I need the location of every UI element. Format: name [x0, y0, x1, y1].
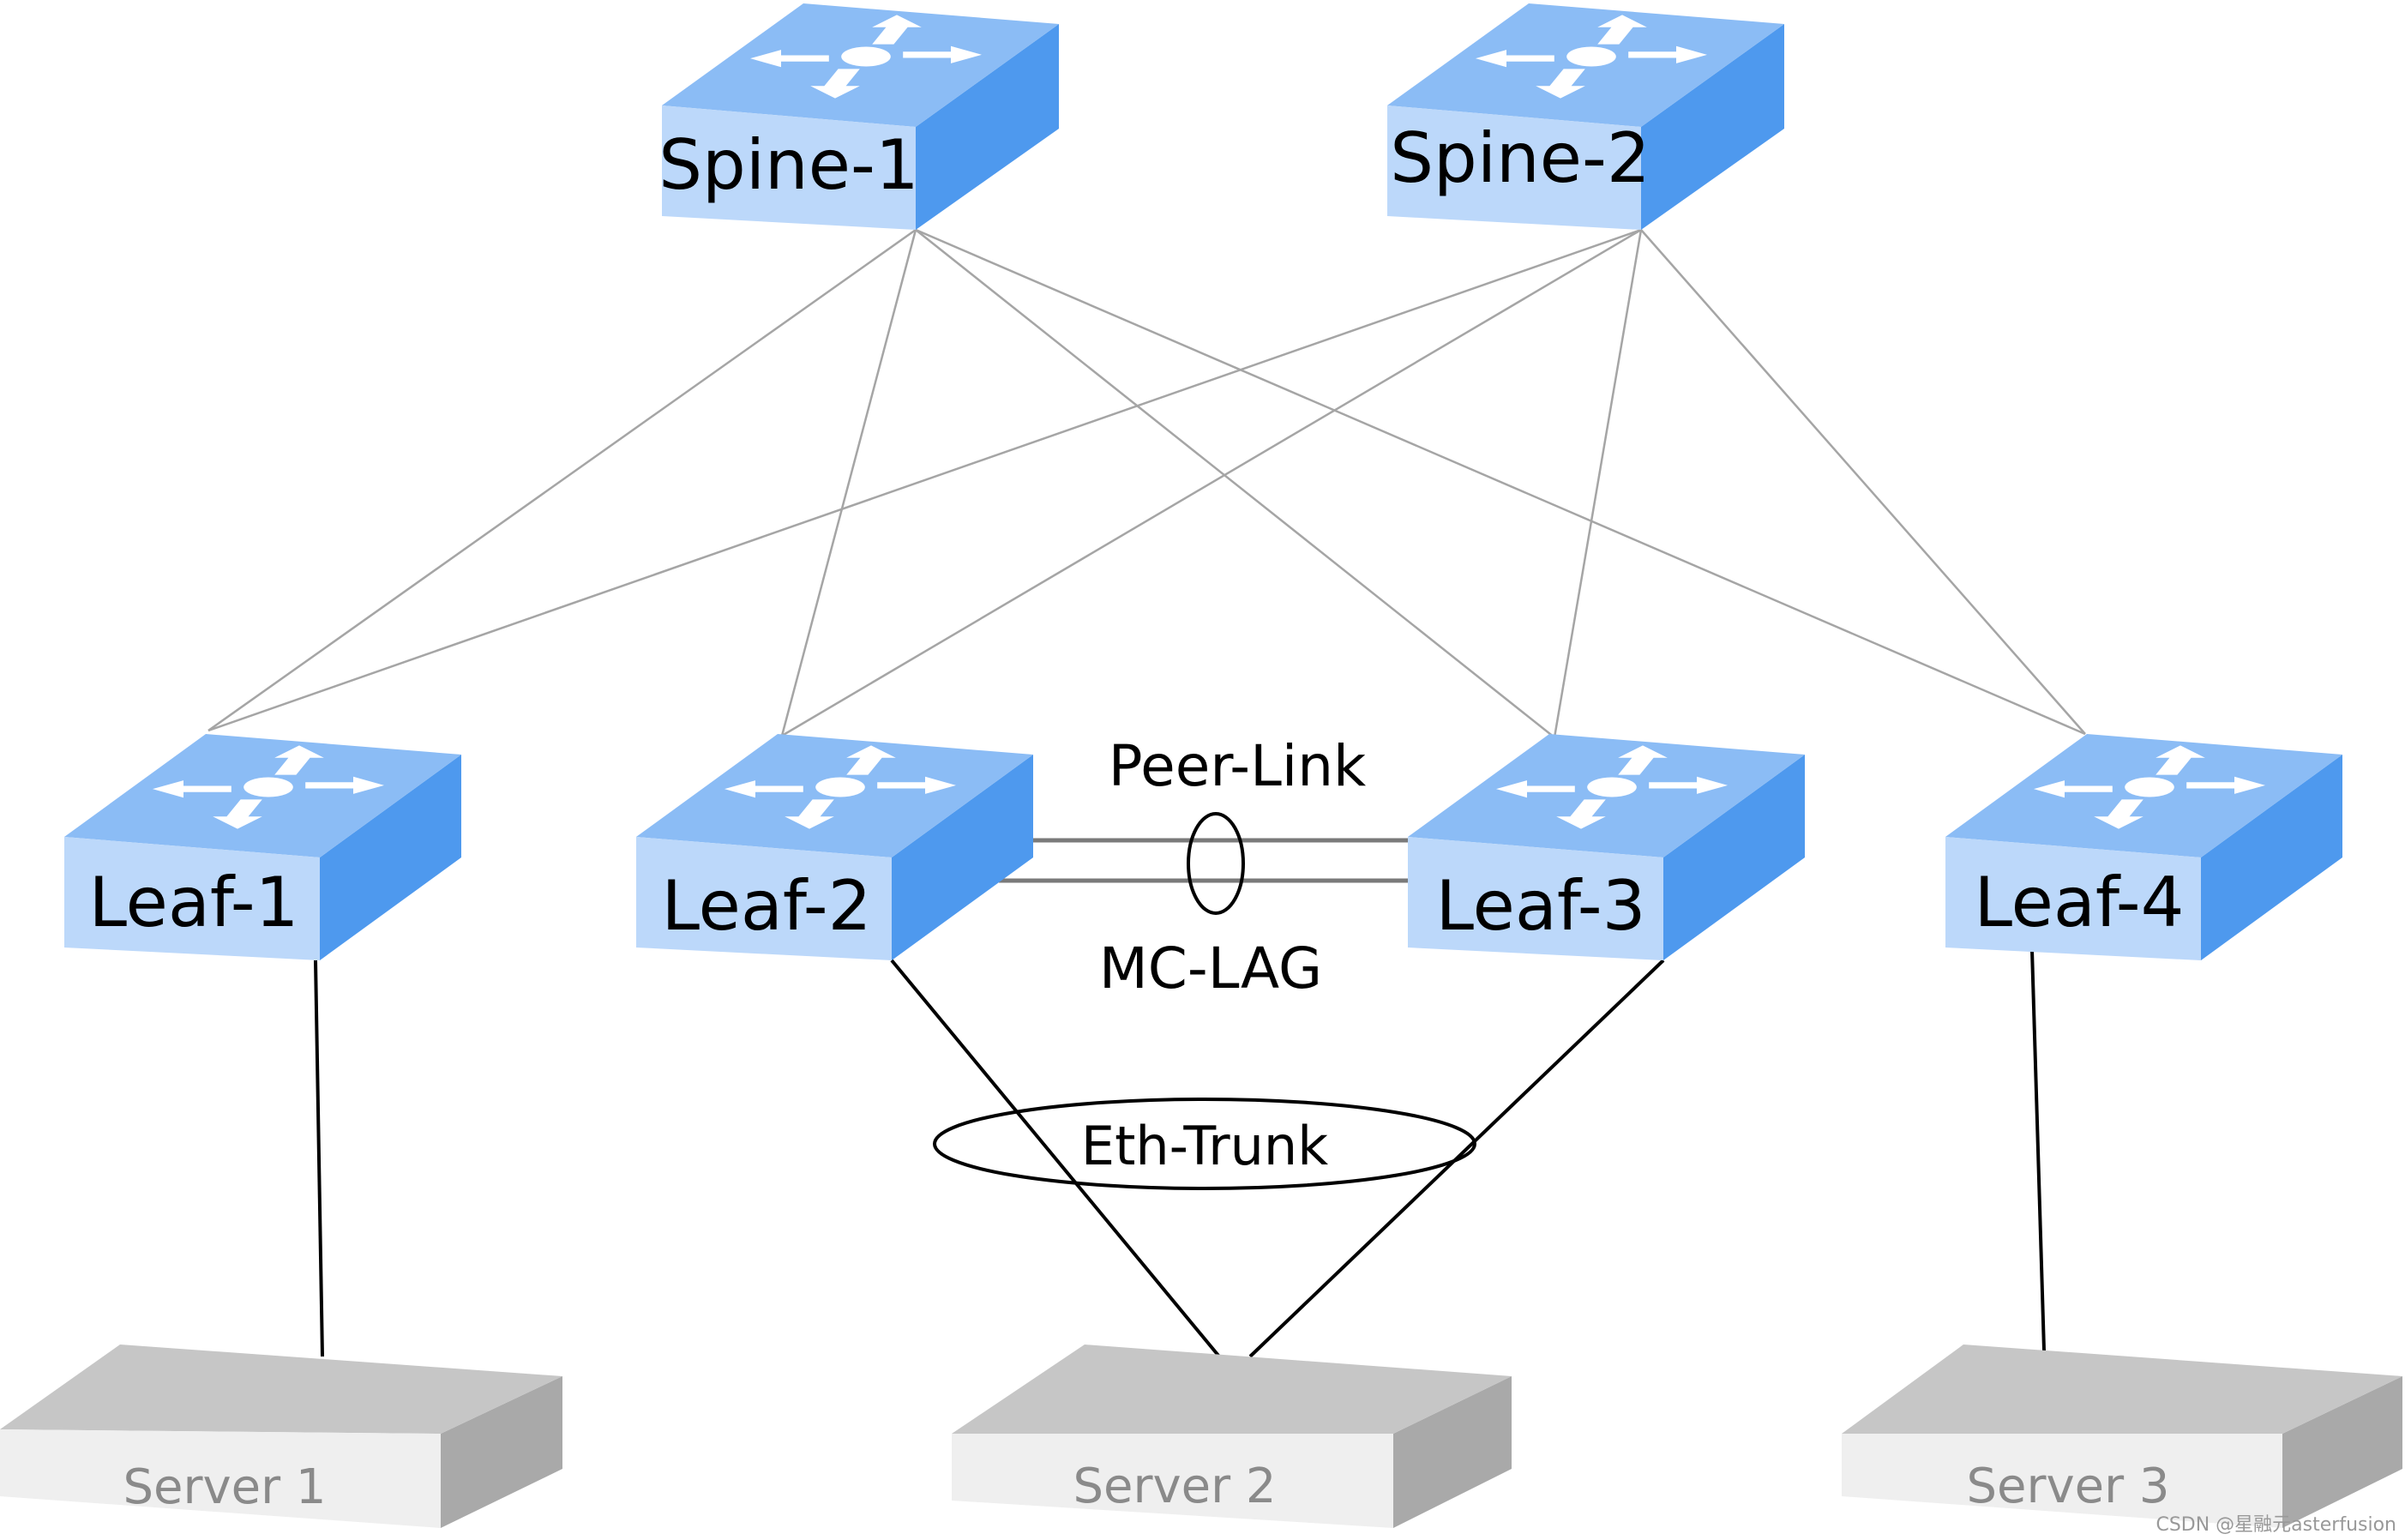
link-spine1-leaf3: [915, 229, 1555, 738]
server-2-label: Server 2: [1073, 1459, 1276, 1514]
switch-side: [1641, 24, 1784, 230]
eth-trunk-label: Eth-Trunk: [1081, 1115, 1328, 1177]
link-spine2-leaf4: [1640, 229, 2086, 735]
peer-link-label: Peer-Link: [1109, 733, 1367, 799]
switch-front: [64, 837, 320, 960]
switch-arrows-icon: [1496, 745, 1728, 829]
switch-side: [892, 755, 1033, 960]
fabric-links: [207, 228, 2086, 738]
server-front: [952, 1434, 1393, 1528]
switch-side: [1663, 755, 1805, 960]
leaf-4-label: Leaf-4: [1975, 863, 2185, 942]
watermark-text: CSDN @星融元asterfusion: [2155, 1514, 2396, 1536]
leaf-4-switch[interactable]: Leaf-4: [1945, 734, 2342, 960]
link-spine2-leaf3: [1553, 229, 1643, 738]
switch-front: [1387, 105, 1641, 230]
link-spine1-leaf1: [207, 228, 917, 732]
mc-lag-label: MC-LAG: [1099, 935, 1322, 1002]
switch-arrows-icon: [750, 15, 982, 99]
switch-side: [2201, 755, 2342, 960]
server-1-label: Server 1: [123, 1459, 326, 1515]
switch-front: [636, 837, 892, 960]
switch-front: [1945, 837, 2201, 960]
leaf-1-switch[interactable]: Leaf-1: [64, 734, 461, 960]
link-leaf1-server1: [314, 959, 324, 1357]
link-spine1-leaf4: [915, 228, 2086, 736]
peer-link-lines: [999, 838, 1410, 883]
spine-2-label: Spine-2: [1390, 118, 1650, 198]
switch-side: [916, 24, 1059, 230]
spine-2-switch[interactable]: Spine-2: [1387, 3, 1784, 230]
switch-arrows-icon: [153, 745, 384, 829]
server-side: [2282, 1376, 2402, 1528]
switch-front: [1408, 837, 1663, 960]
server-2[interactable]: Server 2: [952, 1344, 1512, 1528]
leaf-3-label: Leaf-3: [1436, 866, 1646, 946]
server-top: [1842, 1344, 2402, 1434]
link-spine1-leaf2: [780, 229, 917, 737]
server-1[interactable]: Server 1: [0, 1344, 562, 1528]
leaf-3-switch[interactable]: Leaf-3: [1408, 734, 1805, 960]
server-side: [441, 1376, 562, 1528]
switch-arrows-icon: [725, 745, 956, 829]
switch-arrows-icon: [2034, 745, 2265, 829]
link-leaf2-server2: [890, 959, 1221, 1358]
server-top: [0, 1344, 562, 1434]
link-leaf4-server3: [2030, 949, 2046, 1351]
link-spine2-leaf1: [207, 228, 1642, 732]
server-front: [0, 1429, 441, 1528]
link-spine2-leaf2: [781, 228, 1642, 737]
switch-side: [320, 755, 461, 960]
eth-trunk-ellipse: [933, 1098, 1476, 1190]
server-top: [952, 1344, 1512, 1434]
mc-lag-ellipse: [1187, 812, 1245, 915]
leaf-2-switch[interactable]: Leaf-2: [636, 734, 1033, 960]
switch-front: [662, 105, 916, 230]
server-3-label: Server 3: [1966, 1459, 2169, 1514]
leaf-1-label: Leaf-1: [89, 863, 299, 942]
server-3[interactable]: Server 3: [1842, 1344, 2402, 1528]
spine-1-switch[interactable]: Spine-1: [658, 3, 1059, 230]
leaf-2-label: Leaf-2: [662, 866, 872, 946]
server-side: [1393, 1376, 1512, 1528]
server-front: [1842, 1434, 2282, 1528]
switch-arrows-icon: [1476, 15, 1707, 99]
spine-1-label: Spine-1: [658, 125, 918, 205]
